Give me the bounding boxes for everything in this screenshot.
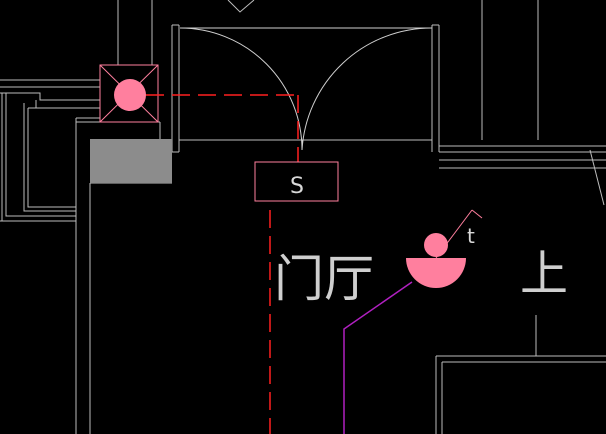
ceiling-lamp-crossed-icon[interactable]	[99, 64, 159, 123]
magenta-wire	[343, 281, 413, 434]
left-wall-lines	[0, 79, 160, 434]
room-label: 门厅	[274, 250, 374, 308]
wall-lamp-half-circle-icon[interactable]: t	[406, 209, 483, 288]
room-label-partial: 上	[520, 246, 568, 302]
top-marker	[227, 0, 255, 13]
switch-label: S	[290, 174, 304, 199]
column-hatch-block	[90, 139, 172, 183]
dashed-wire	[146, 94, 299, 434]
door-swing-arcs	[179, 27, 433, 151]
switch-box-icon[interactable]: S	[254, 161, 339, 202]
stair-lines	[435, 149, 606, 434]
lamp-tag: t	[467, 224, 475, 248]
